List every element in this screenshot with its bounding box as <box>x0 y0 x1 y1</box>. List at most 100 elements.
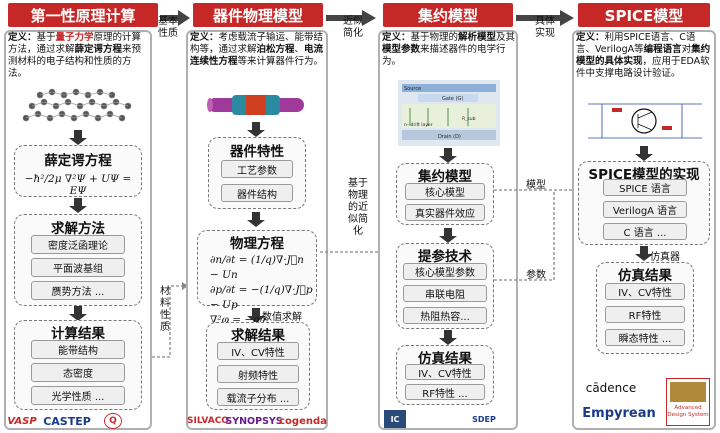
group-spice-implementation: SPICE模型的实现 SPICE 语言 VerilogA 语言 C 语言 ... <box>578 161 710 245</box>
item-dft: 密度泛函理论 <box>31 235 125 254</box>
item-band-structure: 能带结构 <box>31 340 125 359</box>
item-thermal: 热阻热容... <box>403 307 487 324</box>
item-dos: 态密度 <box>31 363 125 382</box>
item-optical: 光学性质 ... <box>31 386 125 405</box>
note-numerical-solve: 数值求解 <box>262 312 302 323</box>
device-cross-section-image: Source Gate (G) Drain (D) n– drift layer… <box>398 80 500 146</box>
item-device-structure: 器件结构 <box>221 184 293 202</box>
item-c-lang: C 语言 ... <box>603 223 687 240</box>
definition-compact-model: 定义：基于物理的解析模型及其模型参数来描述器件的电学行为。 <box>382 32 516 67</box>
equation-electron: ∂n/∂t = (1/q)∇·J⃗n − Un <box>210 254 304 281</box>
group-title: 求解方法 <box>51 221 105 237</box>
item-iv-cv: IV、CV特性 <box>605 283 685 300</box>
header-arrows <box>160 10 574 26</box>
connector-material-arrow <box>152 282 188 358</box>
item-rf: 射频特性 <box>217 365 299 383</box>
group-device-results: 求解结果 IV、CV特性 射频特性 载流子分布 ... <box>206 322 310 410</box>
item-iv-cv: IV、CV特性 <box>217 342 299 360</box>
group-title: 薛定谔方程 <box>44 153 112 169</box>
arrow-down-icon <box>247 122 265 137</box>
label-drain: Drain (D) <box>438 134 461 140</box>
group-title: 仿真结果 <box>418 351 472 367</box>
group-title: 仿真结果 <box>618 268 672 284</box>
circuit-schematic-image <box>582 96 708 146</box>
item-process-params: 工艺参数 <box>221 160 293 178</box>
item-carrier-dist: 载流子分布 ... <box>217 388 299 406</box>
arrow-down-icon <box>247 212 265 227</box>
arrow-right-icon <box>182 282 188 290</box>
logo-cadence: cādence <box>585 381 637 395</box>
definition-first-principles: 定义：基于量子力学原理的计算方法，通过求解薛定谔方程来预测材料的电子结构和性质的… <box>8 32 142 79</box>
connector-param: 参数 <box>526 270 546 281</box>
group-title: 集约模型 <box>418 169 472 185</box>
arrow-down-icon <box>69 130 87 145</box>
group-compact-sim-results: 仿真结果 IV、CV特性 RF特性 ... <box>396 345 494 405</box>
logo-ads: Advanced Design System <box>666 378 710 426</box>
connector-physics-approx: 基于物理的近似简化 <box>348 178 368 237</box>
group-calc-results: 计算结果 能带结构 态密度 光学性质 ... <box>14 320 142 410</box>
group-device-characteristics: 器件特性 工艺参数 器件结构 <box>208 137 306 209</box>
connector-implementation: 具体 实现 <box>535 16 555 39</box>
item-real-effects: 真实器件效应 <box>405 204 485 221</box>
column3-arrows <box>439 148 457 345</box>
arrow-right-icon <box>160 10 190 26</box>
arrow-down-icon <box>439 330 457 345</box>
arrow-down-icon <box>439 228 457 243</box>
group-param-extraction: 提参技术 核心模型参数 串联电阻 热阻热容... <box>396 243 494 329</box>
arrow-right-icon <box>326 10 376 26</box>
arrow-right-icon <box>516 10 574 26</box>
logo-ads-text: Advanced Design System <box>667 405 709 418</box>
connector-approx: 近似 简化 <box>343 16 363 39</box>
connector-basic-property: 基本 性质 <box>158 16 178 39</box>
connector-model: 模型 <box>526 180 546 191</box>
group-title: 物理方程 <box>230 236 284 252</box>
arrow-down-icon <box>69 198 87 213</box>
definition-device-physics: 定义：考虑载流子输运、能带结构等，通过求解泊松方程、电流连续性方程等来计算器件行… <box>190 32 324 67</box>
logo-silvaco: SILVACO <box>187 416 229 426</box>
header-spice-model: SPICE模型 <box>578 3 710 27</box>
arrow-down-icon <box>635 246 653 261</box>
item-rf: RF特性 <box>605 306 685 323</box>
item-core-params: 核心模型参数 <box>403 263 487 280</box>
label-gate: Gate (G) <box>442 96 463 102</box>
group-compact-model: 集约模型 核心模型 真实器件效应 <box>396 163 494 225</box>
item-iv-cv: IV、CV特性 <box>405 364 485 380</box>
equation-system: ∂n/∂t = (1/q)∇·J⃗n − Un ∂p/∂t = −(1/q)∇·… <box>210 253 316 328</box>
item-rf: RF特性 ... <box>405 384 485 400</box>
item-plane-wave: 平面波基组 <box>31 258 125 277</box>
item-veriloga: VerilogA 语言 <box>603 201 687 218</box>
arrow-down-icon <box>247 308 265 323</box>
logo-castep: CASTEP <box>43 414 91 428</box>
logo-quantum: Q <box>104 413 122 429</box>
header-device-physics: 器件物理模型 <box>193 3 323 27</box>
logo-sdep: SDEP <box>472 414 496 424</box>
group-spice-sim-results: 仿真结果 IV、CV特性 RF特性 瞬态特性 ... <box>596 262 694 354</box>
column4-arrows <box>635 146 653 261</box>
arrow-down-icon <box>635 146 653 161</box>
item-series-resistance: 串联电阻 <box>403 285 487 302</box>
item-transient: 瞬态特性 ... <box>605 329 685 346</box>
group-schrodinger: 薛定谔方程 −ħ²/2μ ∇²Ψ + UΨ = EΨ <box>14 145 142 197</box>
logo-ic: IC <box>384 410 406 428</box>
item-core-model: 核心模型 <box>405 183 485 200</box>
label-drift: n– drift layer <box>404 122 433 128</box>
arrow-down-icon <box>69 306 87 321</box>
connector-material-property: 材料性质 <box>160 286 170 333</box>
group-physics-equations: 物理方程 ∂n/∂t = (1/q)∇·J⃗n − Un ∂p/∂t = −(1… <box>197 230 317 326</box>
item-pseudopotential: 赝势方法 ... <box>31 281 125 300</box>
header-first-principles: 第一性原理计算 <box>8 3 158 27</box>
nanowire-device-image <box>207 95 304 115</box>
lattice-structure-image <box>22 88 132 122</box>
logo-empyrean: Empyrean <box>582 405 656 421</box>
schrodinger-formula: −ħ²/2μ ∇²Ψ + UΨ = EΨ <box>24 173 132 197</box>
group-title: 求解结果 <box>231 328 285 344</box>
group-title: 提参技术 <box>418 249 472 265</box>
logo-vasp: VASP <box>7 415 37 427</box>
logo-cogenda: cogenda <box>279 415 327 427</box>
column2-arrows <box>247 122 265 323</box>
note-simulator: 仿真器 <box>650 252 680 263</box>
group-title: 计算结果 <box>51 326 105 342</box>
label-rsub: R_sub <box>462 116 476 122</box>
definition-spice-model: 定义：利用SPICE语言、C语言、VerilogA等编程语言对集约模型的具体实现… <box>576 32 711 79</box>
group-solution-methods: 求解方法 密度泛函理论 平面波基组 赝势方法 ... <box>14 214 142 306</box>
